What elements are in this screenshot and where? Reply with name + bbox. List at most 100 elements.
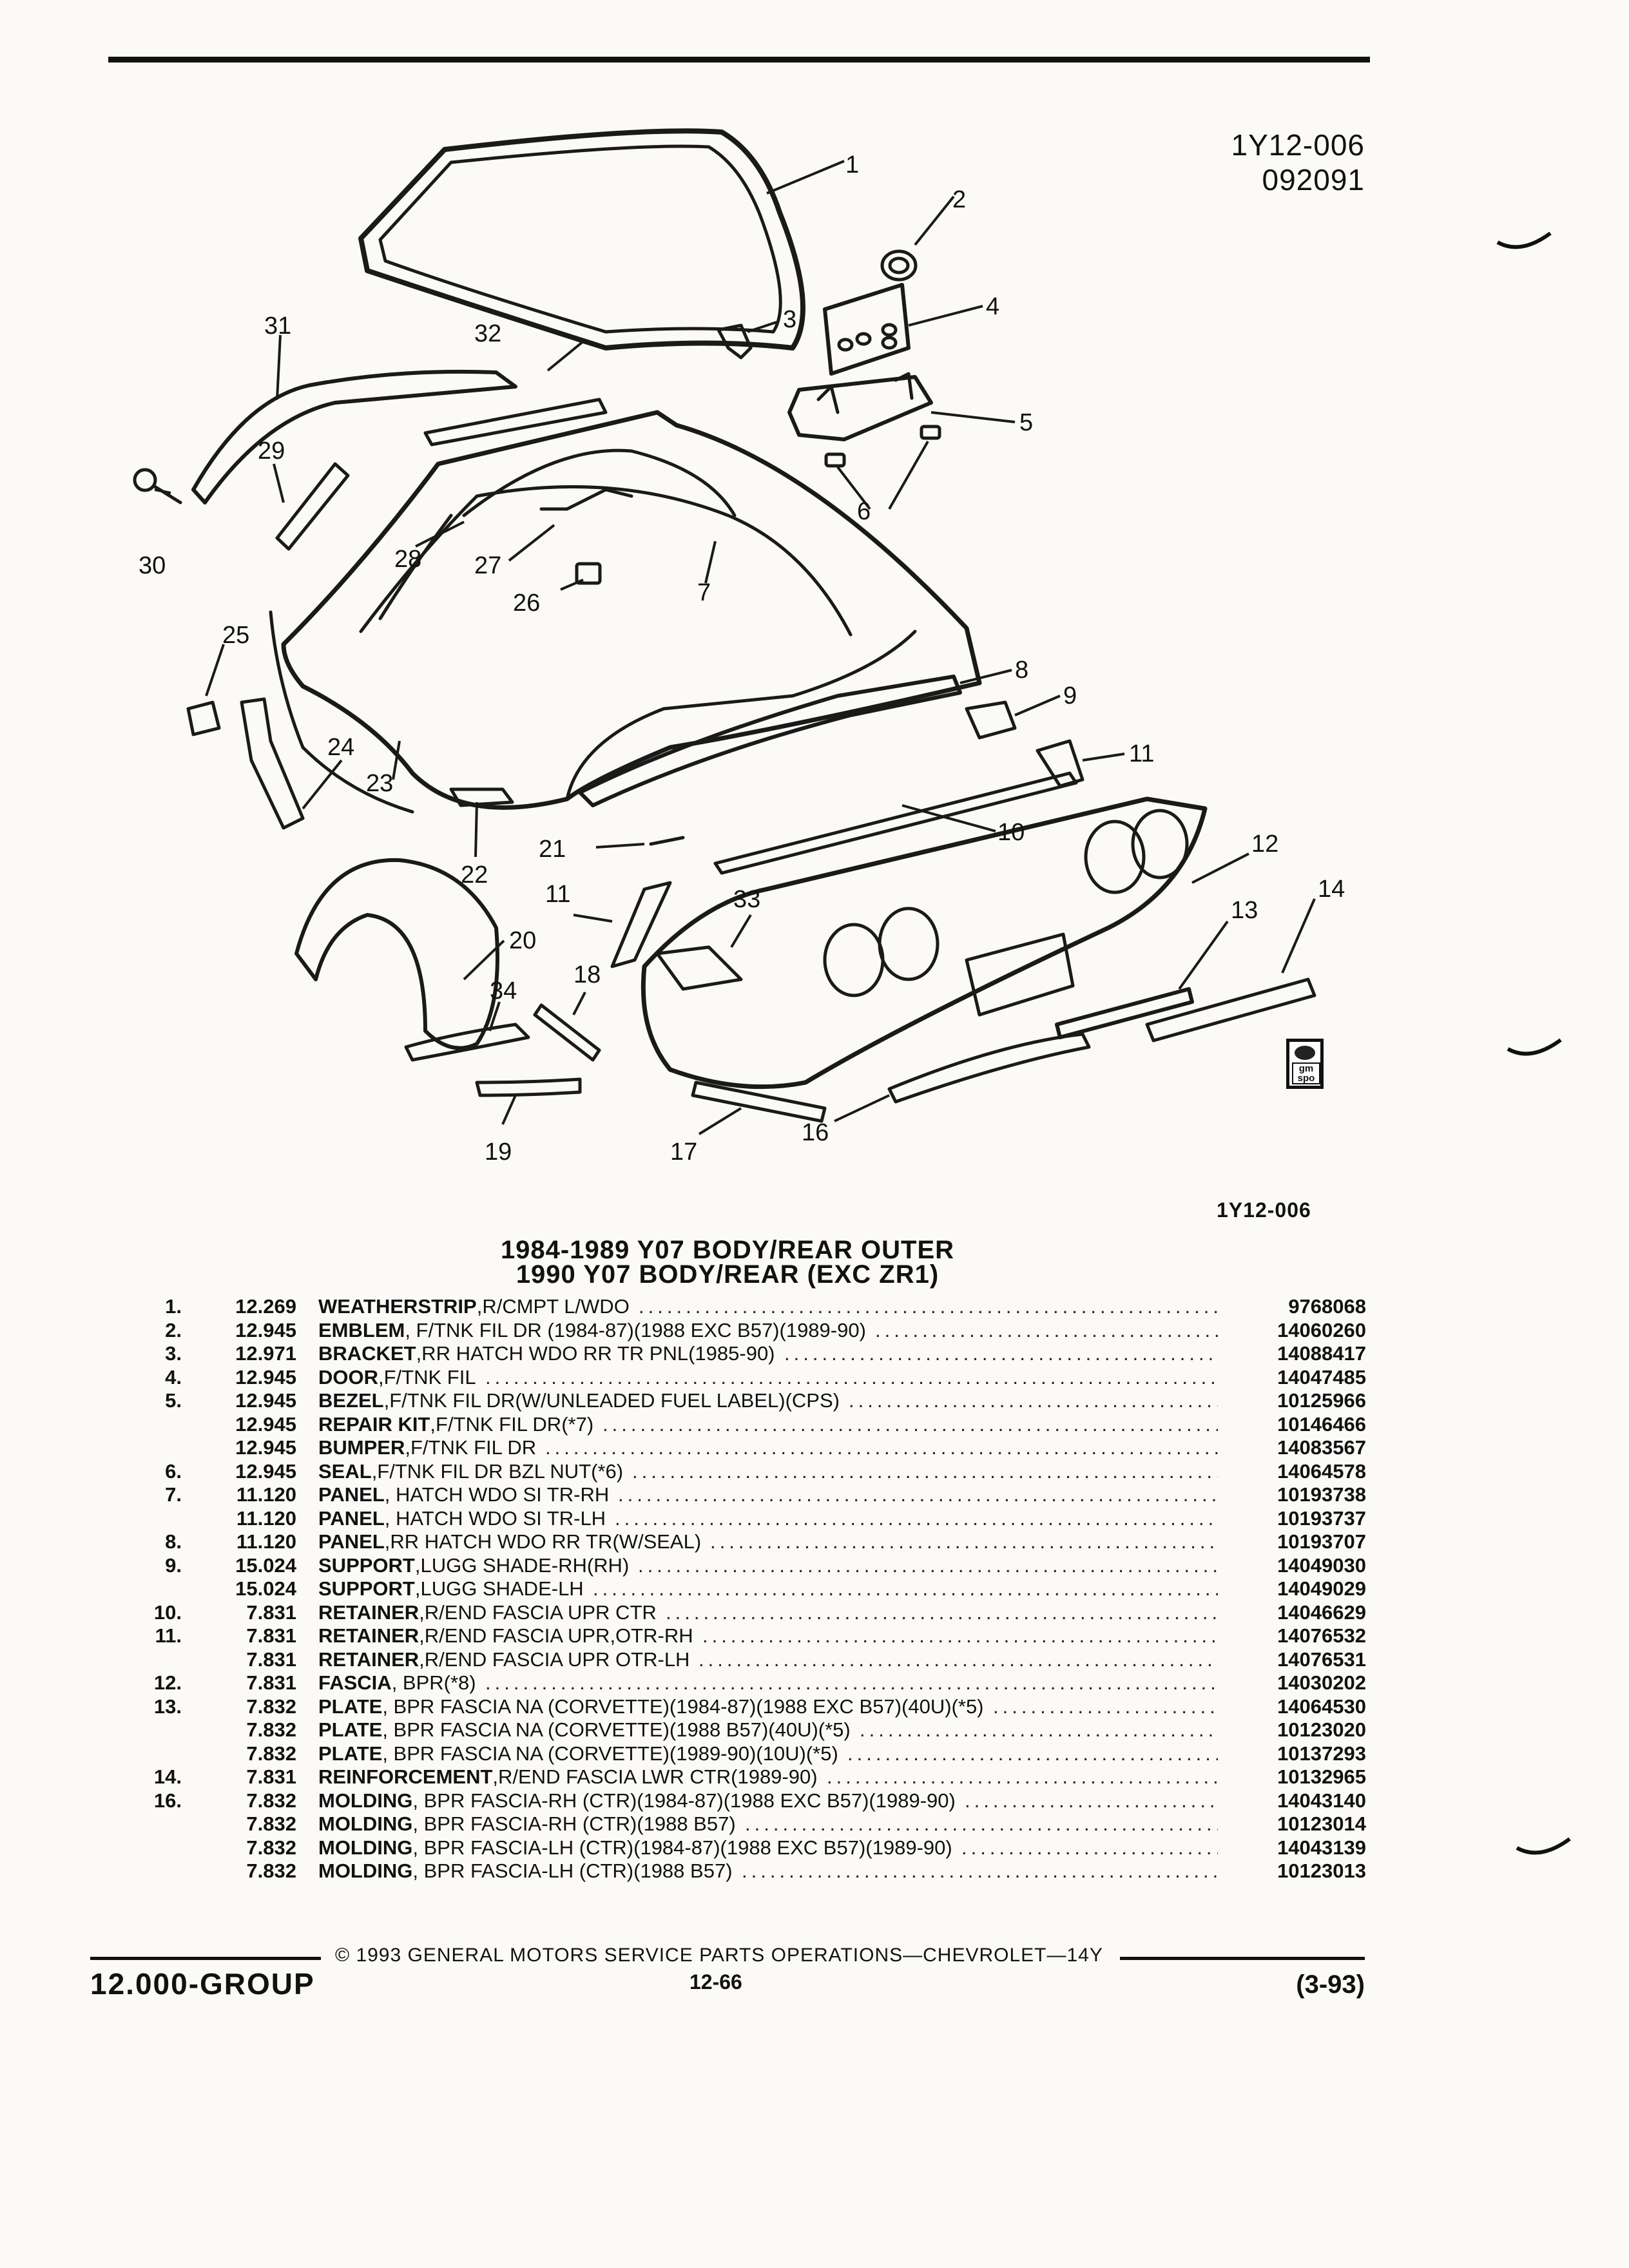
item-number: 3.	[165, 1342, 182, 1365]
gm-logo-oval	[1295, 1046, 1315, 1060]
part-description: BEZEL,F/TNK FIL DR(W/UNLEADED FUEL LABEL…	[318, 1389, 840, 1413]
part-name: FASCIA	[318, 1671, 392, 1694]
dot-leader: ........................................…	[849, 1389, 1218, 1412]
dot-leader: ........................................…	[875, 1318, 1218, 1341]
callout-26: 26	[513, 590, 540, 617]
part-description: RETAINER,R/END FASCIA UPR,OTR-RH	[318, 1624, 693, 1648]
part-description: PANEL, HATCH WDO SI TR-LH	[318, 1507, 606, 1531]
part-description: RETAINER,R/END FASCIA UPR CTR	[318, 1601, 657, 1625]
part-detail: ,F/TNK FIL DR BZL NUT(*6)	[371, 1459, 624, 1483]
part-name: PANEL	[318, 1483, 385, 1506]
callout-14: 14	[1318, 876, 1345, 903]
part-name: REINFORCEMENT	[318, 1765, 493, 1788]
part-name: PANEL	[318, 1530, 385, 1553]
part-number: 14064530	[1277, 1695, 1366, 1718]
part-name: REPAIR KIT	[318, 1412, 430, 1436]
dot-leader: ........................................…	[993, 1695, 1218, 1718]
margin-mark-1	[1496, 231, 1552, 249]
item-number: 1.	[165, 1295, 182, 1318]
part-detail: ,R/END FASCIA LWR CTR(1989-90)	[492, 1765, 818, 1788]
part-detail: ,R/END FASCIA UPR CTR	[419, 1600, 657, 1624]
part-detail: , BPR FASCIA-RH (CTR)(1984-87)(1988 EXC …	[412, 1789, 956, 1812]
callout-9: 9	[1063, 682, 1077, 709]
callout-30: 30	[139, 552, 166, 579]
dot-leader: ........................................…	[639, 1295, 1218, 1318]
group-number: 11.120	[236, 1506, 296, 1530]
part-name: EMBLEM	[318, 1318, 405, 1341]
part-detail: , F/TNK FIL DR (1984-87)(1988 EXC B57)(1…	[405, 1318, 866, 1341]
group-number: 11.120	[236, 1530, 296, 1553]
group-number: 12.269	[235, 1295, 296, 1318]
part-detail: ,R/END FASCIA UPR,OTR-RH	[419, 1624, 693, 1647]
group-number: 12.945	[235, 1318, 296, 1341]
callout-32: 32	[474, 320, 501, 347]
leader-lines	[154, 160, 1316, 1135]
part-detail: , BPR(*8)	[391, 1671, 476, 1694]
item-number: 8.	[165, 1530, 182, 1553]
part-number: 14049030	[1277, 1553, 1366, 1577]
part-number: 14076531	[1277, 1648, 1366, 1671]
item-number: 5.	[165, 1389, 182, 1412]
part-description: MOLDING, BPR FASCIA-RH (CTR)(1984-87)(19…	[318, 1789, 956, 1813]
callout-23: 23	[366, 770, 393, 797]
part-name: WEATHERSTRIP	[318, 1295, 477, 1318]
item-number: 13.	[153, 1695, 182, 1718]
part-name: RETAINER	[318, 1648, 419, 1671]
part-number: 10193707	[1277, 1530, 1366, 1553]
part-number: 14049029	[1277, 1577, 1366, 1600]
dot-leader: ........................................…	[638, 1553, 1218, 1577]
part-description: BUMPER,F/TNK FIL DR	[318, 1436, 536, 1460]
part-description: SEAL,F/TNK FIL DR BZL NUT(*6)	[318, 1460, 623, 1484]
part-detail: ,RR HATCH WDO RR TR(W/SEAL)	[384, 1530, 702, 1553]
callout-10: 10	[998, 819, 1025, 846]
revision-code: 092091	[1262, 163, 1365, 197]
callout-6: 6	[857, 498, 871, 525]
dot-leader: ........................................…	[593, 1577, 1218, 1600]
callout-2: 2	[952, 186, 966, 213]
dot-leader: ........................................…	[485, 1671, 1218, 1694]
part-name: MOLDING	[318, 1860, 413, 1882]
group-number: 15.024	[235, 1553, 296, 1577]
part-detail: ,F/TNK FIL DR	[405, 1436, 537, 1459]
group-number: 12.945	[235, 1459, 296, 1483]
callout-19: 19	[485, 1139, 512, 1166]
callout-7: 7	[697, 579, 711, 606]
part-detail: , BPR FASCIA-RH (CTR)(1988 B57)	[412, 1812, 736, 1835]
copyright-notice: © 1993 GENERAL MOTORS SERVICE PARTS OPER…	[335, 1945, 1103, 1966]
callout-3: 3	[783, 306, 796, 333]
group-number: 7.831	[246, 1765, 296, 1788]
part-detail: ,LUGG SHADE-LH	[414, 1577, 584, 1600]
callout-31: 31	[264, 312, 291, 340]
part-number: 14088417	[1277, 1342, 1366, 1365]
group-number: 7.831	[246, 1671, 296, 1694]
part-description: MOLDING, BPR FASCIA-LH (CTR)(1984-87)(19…	[318, 1836, 952, 1860]
exploded-parts-diagram: 1 2 3 4 5 6 7 8 9 10 11 11 12 13 14 16 1…	[133, 128, 1345, 1166]
part-number: 14060260	[1277, 1318, 1366, 1341]
diagram-linework	[133, 128, 1316, 1123]
part-name: MOLDING	[318, 1812, 413, 1835]
callout-16: 16	[802, 1119, 829, 1146]
dot-leader: ........................................…	[710, 1530, 1218, 1553]
part-description: SUPPORT,LUGG SHADE-RH(RH)	[318, 1554, 629, 1578]
part-number: 14083567	[1277, 1436, 1366, 1459]
part-name: RETAINER	[318, 1600, 419, 1624]
part-number: 10193738	[1277, 1483, 1366, 1506]
footer-rule-right	[1120, 1957, 1365, 1960]
part-name: SEAL	[318, 1459, 372, 1483]
part-detail: ,F/TNK FIL DR(W/UNLEADED FUEL LABEL)(CPS…	[383, 1389, 840, 1412]
dot-leader: ........................................…	[618, 1483, 1218, 1506]
